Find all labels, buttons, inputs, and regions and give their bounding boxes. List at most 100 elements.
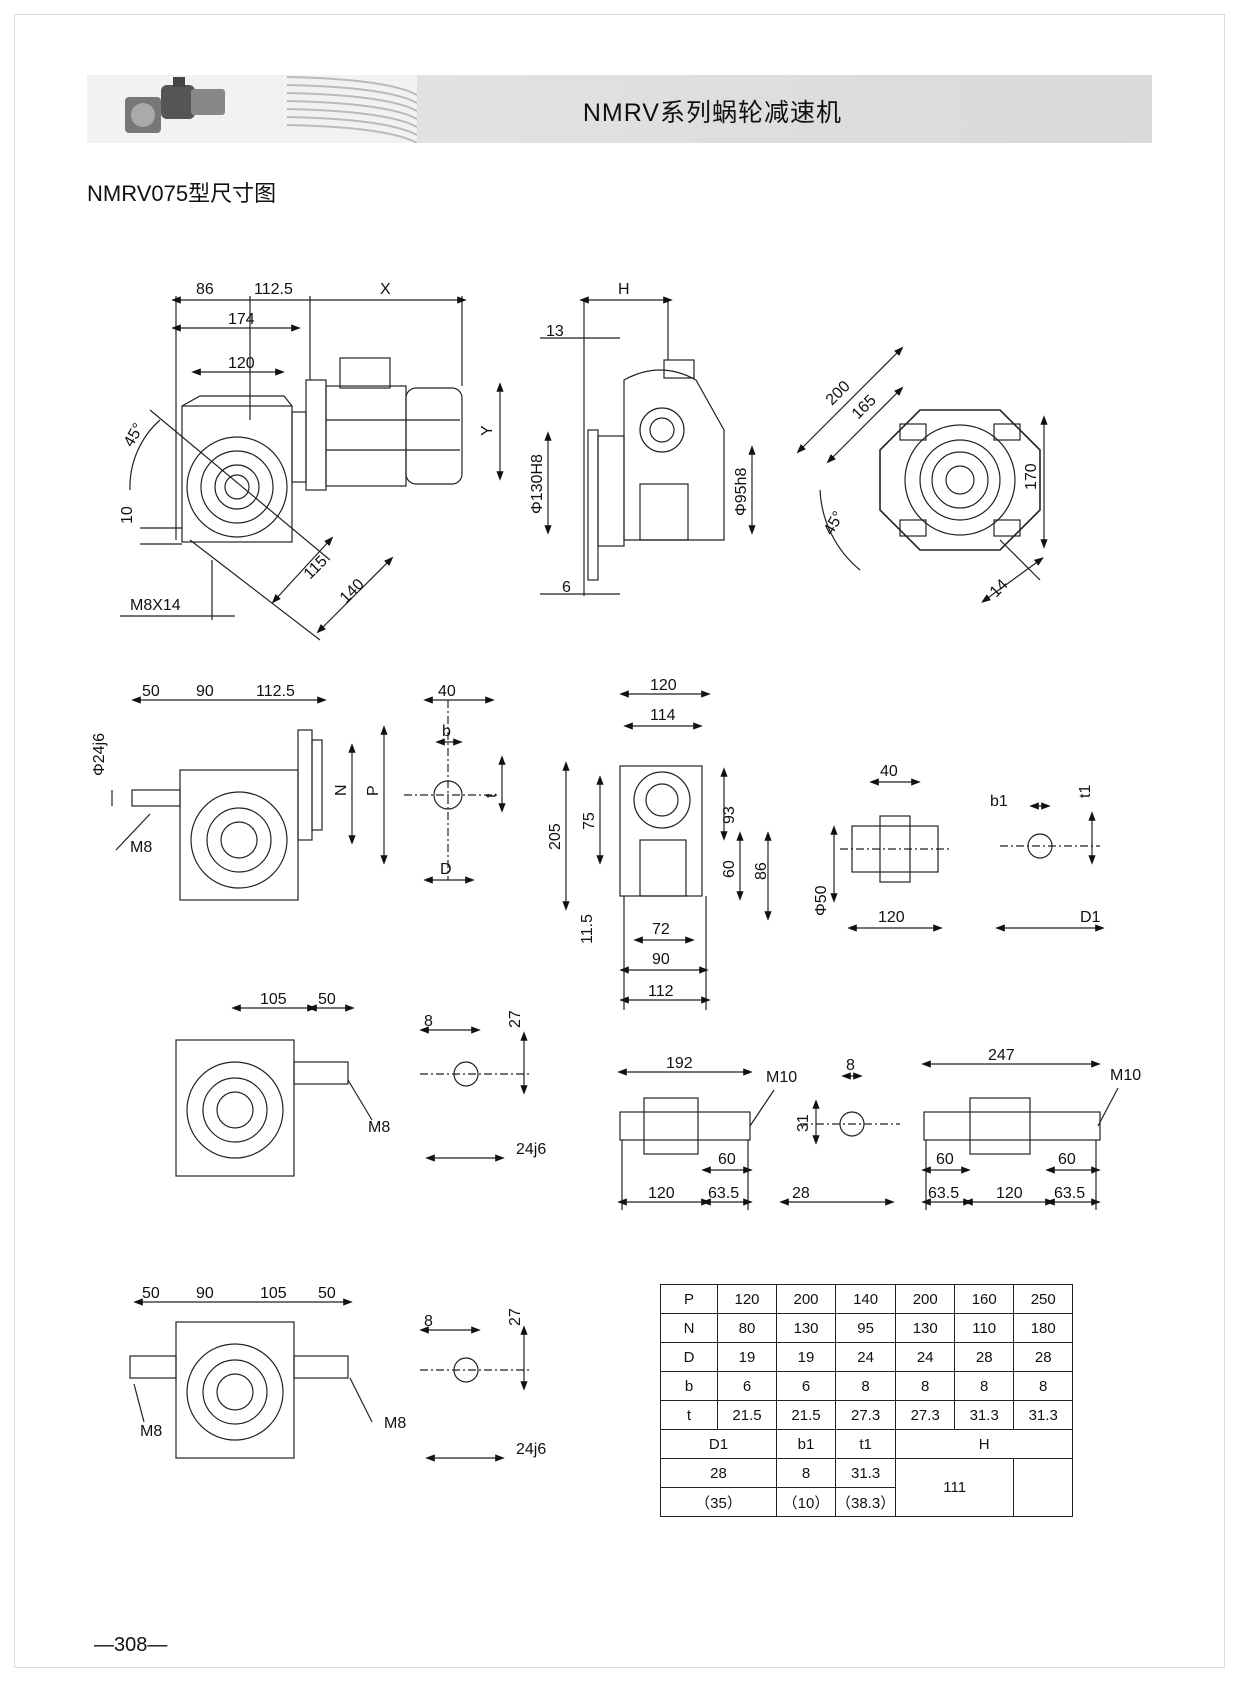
header-bar <box>417 75 1152 143</box>
table-cell: 250 <box>1013 1284 1074 1314</box>
dim-label: 10 <box>119 506 136 524</box>
table-cell: 28 <box>660 1458 777 1488</box>
dim-label: Φ24j6 <box>91 733 108 776</box>
dim-label: t <box>483 793 500 798</box>
dim-label: 45° <box>121 421 148 450</box>
table-cell: 8 <box>776 1458 836 1488</box>
table-cell: 27.3 <box>895 1400 956 1430</box>
page-number: —308— <box>94 1634 168 1656</box>
table-cell: 28 <box>1013 1342 1074 1372</box>
keyway-section <box>995 802 1105 932</box>
dim-label: 8 <box>846 1057 855 1074</box>
table-cell: 31.3 <box>834 1458 897 1488</box>
table-cell: 27.3 <box>834 1400 897 1430</box>
table-cell: 8 <box>1013 1371 1074 1401</box>
dim-label: 120 <box>996 1185 1023 1202</box>
table-cell: （38.3） <box>834 1487 897 1517</box>
dim-label: M10 <box>766 1069 797 1086</box>
front-view <box>562 690 772 1010</box>
table-cell: 6 <box>717 1371 777 1401</box>
dim-label: 63.5 <box>928 1185 959 1202</box>
dim-label: Φ95h8 <box>733 468 750 516</box>
table-cell: 24 <box>895 1342 956 1372</box>
table-cell: 200 <box>776 1284 836 1314</box>
table-header-cell: D1 <box>660 1429 777 1459</box>
dim-label: M10 <box>1110 1067 1141 1084</box>
dim-label: 112 <box>648 983 674 1000</box>
dim-label: 60 <box>718 1151 736 1168</box>
dim-label: M8 <box>384 1415 406 1432</box>
dim-label: 14 <box>987 576 1012 601</box>
dim-label: b1 <box>990 793 1008 810</box>
single-output-shaft-view <box>617 1068 775 1210</box>
dim-label: 86 <box>196 281 214 298</box>
shaft-section-b <box>419 1026 530 1162</box>
table-cell: 80 <box>717 1313 777 1343</box>
dim-label: 60 <box>721 860 738 878</box>
table-cell: 140 <box>834 1284 897 1314</box>
table-cell: 19 <box>776 1342 836 1372</box>
dim-label: 8 <box>424 1013 433 1030</box>
header-logo-graphic <box>87 75 417 143</box>
dim-label: H <box>618 281 630 298</box>
side-view <box>540 296 756 596</box>
dim-label: 31 <box>795 1114 812 1132</box>
table-cell: 130 <box>776 1313 836 1343</box>
table-cell: P <box>660 1284 718 1314</box>
table-cell: （10） <box>776 1487 836 1517</box>
table-cell: 21.5 <box>717 1400 777 1430</box>
dim-label: 170 <box>1023 463 1040 490</box>
dim-label: 120 <box>648 1185 675 1202</box>
page-title: NMRV系列蜗轮减速机 <box>582 99 842 127</box>
header-band: NMRV系列蜗轮减速机 <box>87 75 1152 143</box>
table-cell: 8 <box>895 1371 956 1401</box>
table-cell: 200 <box>895 1284 956 1314</box>
dim-label: 40 <box>438 683 456 700</box>
dim-label: 50 <box>318 991 336 1008</box>
dim-label: 192 <box>666 1055 693 1072</box>
dim-label: 120 <box>878 909 905 926</box>
table-cell-empty <box>1013 1458 1074 1517</box>
shaft-section-a <box>404 696 506 884</box>
dim-label: 8 <box>424 1313 433 1330</box>
dim-label: 93 <box>721 806 738 824</box>
dim-label: D1 <box>1080 909 1101 926</box>
hollow-shaft-view <box>830 778 950 932</box>
dim-label: 50 <box>318 1285 336 1302</box>
dim-label: M8X14 <box>130 597 181 614</box>
table-cell: 110 <box>954 1313 1015 1343</box>
table-header-cell: b1 <box>776 1429 836 1459</box>
table-row: N 80 130 95 130 110 180 <box>660 1313 1074 1343</box>
table-cell: 19 <box>717 1342 777 1372</box>
drawing-subtitle: NMRV075型尺寸图 <box>87 181 277 206</box>
dim-label: 90 <box>652 951 670 968</box>
table-cell: 28 <box>954 1342 1015 1372</box>
table-row: D 19 19 24 24 28 28 <box>660 1342 1074 1372</box>
dim-label: 90 <box>196 683 214 700</box>
dim-label: 50 <box>142 1285 160 1302</box>
table-header-cell: t1 <box>834 1429 897 1459</box>
dim-label: Φ130H8 <box>529 454 546 514</box>
dim-label: 90 <box>196 1285 214 1302</box>
dim-label: 120 <box>228 355 255 372</box>
table-row: b 6 6 8 8 8 8 <box>660 1371 1074 1401</box>
table-row: 28 8 31.3 111 <box>660 1458 1074 1517</box>
table-cell: 95 <box>834 1313 897 1343</box>
dim-label: 140 <box>337 576 368 607</box>
table-cell: b <box>660 1371 718 1401</box>
double-input-view <box>129 1298 373 1459</box>
dim-label: 114 <box>650 707 676 724</box>
dim-label: 27 <box>507 1308 524 1326</box>
motor-assembly-view <box>120 296 504 641</box>
dim-label: 28 <box>792 1185 810 1202</box>
dim-label: 112.5 <box>254 281 293 298</box>
output-right-view <box>175 1004 373 1177</box>
dim-label: Φ50 <box>813 885 830 916</box>
dim-label: 6 <box>562 579 571 596</box>
dim-label: 24j6 <box>516 1441 546 1458</box>
dim-label: P <box>365 785 382 796</box>
dim-label: 72 <box>652 921 670 938</box>
dim-label: 75 <box>581 812 598 830</box>
table-cell: 31.3 <box>1013 1400 1074 1430</box>
